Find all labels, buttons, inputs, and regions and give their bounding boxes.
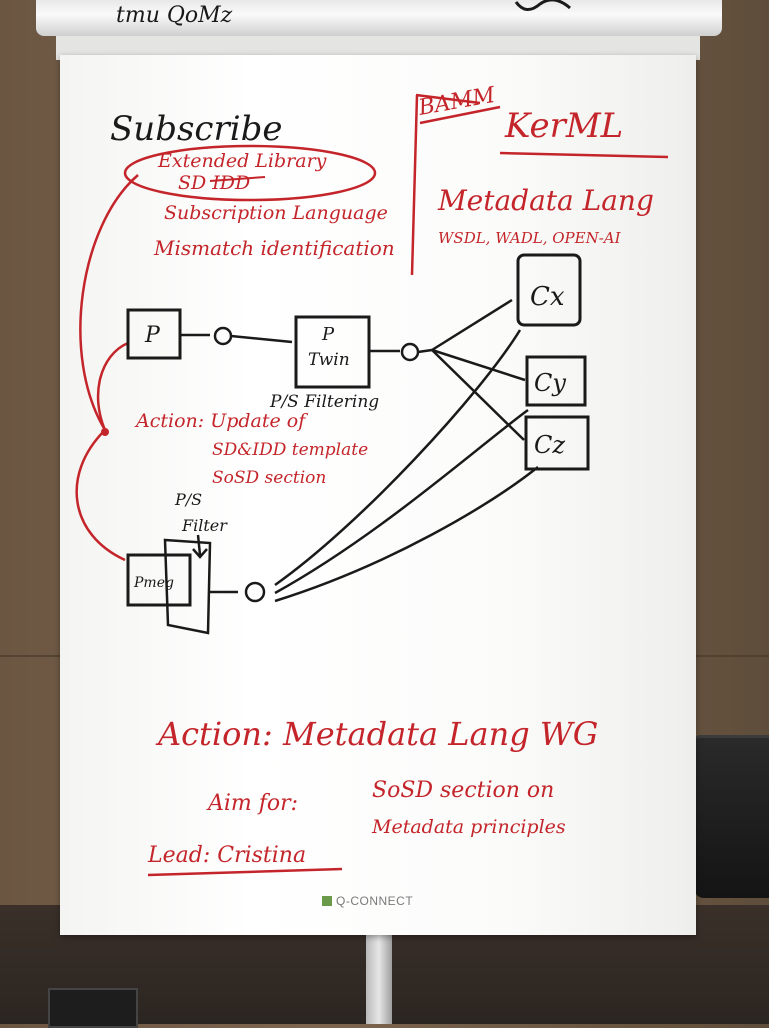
subscribe-title: Subscribe [110,109,282,149]
twin-label-p: P [321,324,335,345]
brand-name: Q-CONNECT [336,894,414,908]
ps-filter2-line2: Filter [181,516,228,535]
top-roll: tmu QoMz [36,0,722,36]
subscribe-item-2: SD IDD [178,172,250,194]
q-connect-logo-icon [322,896,332,906]
subscribe-item-1: Extended Library [157,150,327,172]
consumer-y-box [525,355,587,407]
flipchart-sheet: Subscribe Extended Library SD IDD Subscr… [60,55,696,935]
consumer-y-label: Cy [534,369,566,397]
aim-text-line1: SoSD section on [372,778,554,803]
top-roll-writing: tmu QoMz [116,0,571,28]
producer-label: P [144,323,161,348]
consumer-z-label: Cz [534,431,565,459]
subscribe-item-3: Subscription Language [164,202,388,224]
aim-for-label: Aim for: [206,791,298,816]
aim-text-line2: Metadata principles [371,816,566,838]
action1-line2: SD&IDD template [212,440,368,460]
red-connector-curve [75,174,139,562]
consumer-z-box [524,415,590,471]
easel-stand [366,928,392,1024]
q-connect-brand: Q-CONNECT [322,894,413,908]
kerml-label: KerML [504,106,623,146]
wall-socket [48,988,138,1028]
action2-text: Action: Metadata Lang WG [155,715,598,753]
twin-label-twin: Twin [308,350,350,370]
metadata-lang-title: Metadata Lang [437,184,654,217]
metadata-formats: WSDL, WADL, OPEN-AI [438,229,622,247]
extended-library-ellipse [123,144,377,202]
consumer-x-label: Cx [530,282,565,312]
top-roll-text: tmu QoMz [116,3,233,28]
lead-label: Lead: Cristina [147,843,306,868]
action1-line3: SoSD section [212,468,326,488]
ps-filter2-line1: P/S [174,490,202,509]
ps-filtering-label: P/S Filtering [269,392,379,412]
trash-bin [694,738,769,898]
subscribe-item-4: Mismatch identification [153,236,395,260]
pmeg-box [126,553,192,607]
handwriting-canvas: Subscribe Extended Library SD IDD Subscr… [75,83,669,877]
divider-line [410,94,419,276]
consumer-x-box [516,253,582,327]
pmeg-label: Pmeg [133,575,174,591]
action1-line1: Action: Update of [134,410,308,432]
